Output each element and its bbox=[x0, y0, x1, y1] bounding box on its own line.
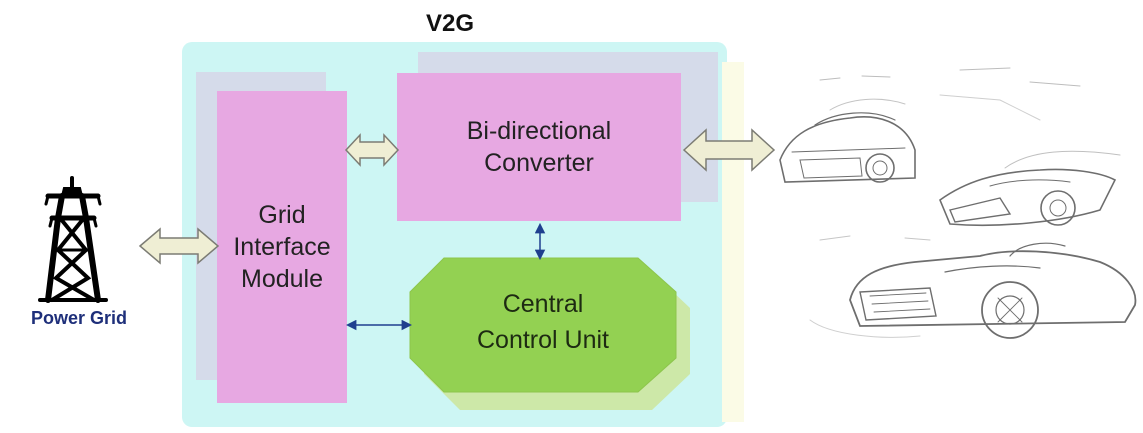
grid-interface-module-label: Grid Interface Module bbox=[233, 201, 331, 293]
grid-to-module-arrow bbox=[138, 227, 220, 265]
central-control-unit-label: Central Control Unit bbox=[477, 290, 609, 354]
bidirectional-converter-label: Bi-directional Converter bbox=[466, 117, 612, 177]
central-control-unit bbox=[409, 257, 677, 393]
module-to-converter-arrow bbox=[344, 133, 400, 167]
power-tower-icon bbox=[38, 176, 108, 303]
grid-interface-module: Grid Interface Module bbox=[217, 91, 347, 403]
converter-to-vehicle-arrow bbox=[682, 128, 776, 172]
bidirectional-converter: Bi-directional Converter bbox=[397, 73, 681, 221]
power-grid-label: Power Grid bbox=[30, 308, 128, 328]
car-sketch-illustration bbox=[779, 67, 1137, 339]
diagram-title: V2G bbox=[425, 10, 475, 37]
